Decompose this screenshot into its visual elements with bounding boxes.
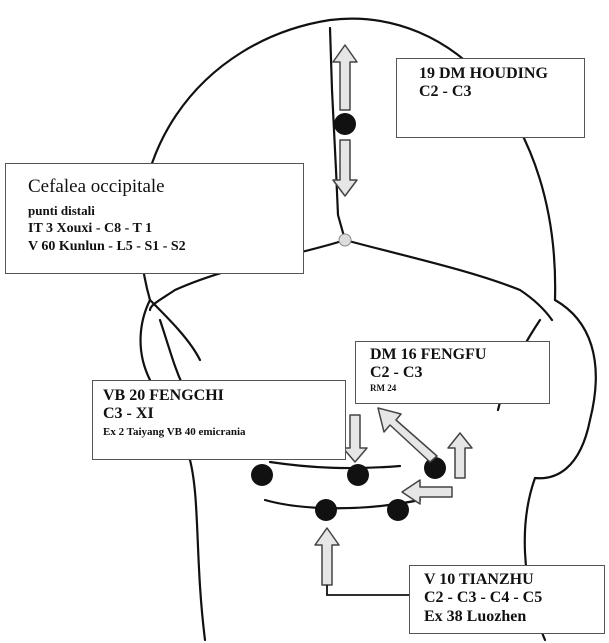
arrow-fengfu-down <box>343 415 367 462</box>
point-lambda <box>339 234 351 246</box>
arrow-fengfu-diagonal <box>378 408 437 462</box>
fengfu-name: DM 16 FENGFU <box>370 346 549 364</box>
arrow-up-houding <box>333 45 357 110</box>
point-tianzhu-right <box>387 499 409 521</box>
fengchi-extra: Ex 2 Taiyang VB 40 emicrania <box>103 426 345 439</box>
fengchi-name: VB 20 FENGCHI <box>103 387 345 405</box>
cefalea-title: Cefalea occipitale <box>28 176 303 198</box>
point-houding <box>334 113 356 135</box>
connector-tianzhu <box>327 585 410 595</box>
label-fengfu: DM 16 FENGFU C2 - C3 RM 24 <box>355 341 550 404</box>
label-tianzhu: V 10 TIANZHU C2 - C3 - C4 - C5 Ex 38 Luo… <box>409 565 605 634</box>
point-fengchi-left <box>251 464 273 486</box>
fengchi-segments: C3 - XI <box>103 405 345 423</box>
fengfu-rm24: RM 24 <box>370 383 549 393</box>
houding-name: 19 DM HOUDING <box>419 65 584 83</box>
arrow-fengchi-left <box>402 480 452 504</box>
occipital-line <box>270 462 400 468</box>
arrow-fengchi-right-up <box>448 433 472 478</box>
fengfu-segments: C2 - C3 <box>370 364 549 382</box>
tianzhu-name: V 10 TIANZHU <box>424 571 604 589</box>
cefalea-point-v60: V 60 Kunlun - L5 - S1 - S2 <box>28 239 303 255</box>
cefalea-point-it3: IT 3 Xouxi - C8 - T 1 <box>28 221 303 237</box>
houding-segments: C2 - C3 <box>419 83 584 101</box>
label-cefalea-occipitale: Cefalea occipitale punti distali IT 3 Xo… <box>5 163 304 274</box>
label-houding: 19 DM HOUDING C2 - C3 <box>396 58 585 138</box>
point-fengfu <box>347 464 369 486</box>
tianzhu-segments: C2 - C3 - C4 - C5 <box>424 589 604 607</box>
cefalea-subtitle: punti distali <box>28 204 303 219</box>
arrow-tianzhu-up <box>315 528 339 585</box>
point-tianzhu-left <box>315 499 337 521</box>
tianzhu-extra: Ex 38 Luozhen <box>424 608 604 626</box>
label-fengchi: VB 20 FENGCHI C3 - XI Ex 2 Taiyang VB 40… <box>92 380 346 460</box>
